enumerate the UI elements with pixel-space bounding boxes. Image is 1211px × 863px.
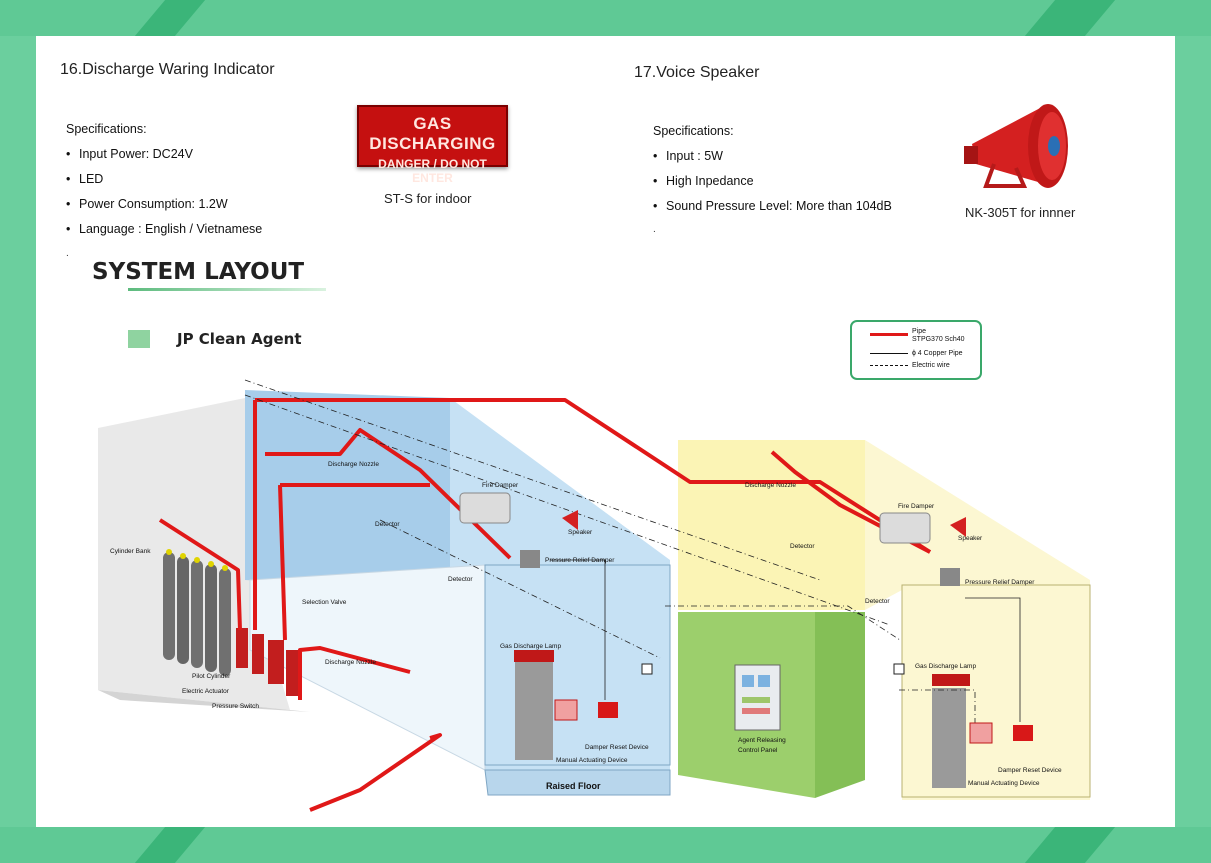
label-damper-reset-device-1: Damper Reset Device — [585, 744, 649, 751]
junction-box-2 — [893, 663, 905, 675]
label-cylinder-bank: Cylinder Bank — [110, 548, 151, 555]
spec-item: LED — [66, 167, 262, 192]
system-layout-title: SYSTEM LAYOUT — [92, 259, 305, 285]
label-pressure-switch: Pressure Switch — [212, 703, 259, 710]
copper-pipes — [550, 559, 1021, 722]
label-fire-damper-2: Fire Damper — [898, 503, 935, 510]
pressure-relief-damper-1 — [520, 550, 540, 568]
blue-room-door — [515, 660, 553, 760]
yellow-room-side-wall — [865, 440, 1090, 800]
gas-discharge-lamp-2 — [932, 674, 970, 686]
yellow-room-door — [932, 688, 966, 788]
section-17-trailing-dot: . — [653, 224, 656, 235]
label-detector-2: Detector — [448, 576, 473, 583]
label-gas-discharge-lamp-2: Gas Discharge Lamp — [915, 663, 976, 670]
speaker-1-icon — [562, 510, 578, 530]
section-17-spec-heading: Specifications: — [653, 124, 734, 138]
system-layout-diagram: Cylinder Bank Pilot Cylinder Electric Ac… — [98, 379, 1091, 812]
sign-line-2: DANGER / DO NOT ENTER — [378, 157, 487, 185]
legend-copper-label: ɸ 4 Copper Pipe — [912, 350, 963, 357]
legend-wire-row: Electric wire — [852, 360, 980, 372]
raised-floor-slab — [484, 769, 671, 796]
label-detector-4: Detector — [865, 598, 890, 605]
label-selection-valve: Selection Valve — [302, 599, 347, 606]
pipe-legend: Pipe STPG370 Sch40 ɸ 4 Copper Pipe Elect… — [850, 320, 982, 380]
section-16-spec-heading: Specifications: — [66, 122, 147, 136]
system-layout-subtitle: JP Clean Agent — [177, 330, 302, 348]
fire-damper-1 — [459, 492, 511, 524]
spec-item: Input : 5W — [653, 144, 892, 169]
label-discharge-nozzle-1: Discharge Nozzle — [328, 461, 379, 468]
top-frame-band — [0, 0, 1211, 36]
damper-reset-device-1 — [598, 702, 618, 718]
gas-discharging-sign: GAS DISCHARGING DANGER / DO NOT ENTER — [357, 105, 508, 185]
system-layout-underline — [128, 288, 326, 291]
label-pressure-relief-damper-1: Pressure Relief Damper — [545, 557, 615, 564]
blue-room-front-frame — [484, 564, 671, 766]
system-layout-marker — [128, 330, 150, 348]
legend-copper-line — [870, 353, 908, 354]
spec-item: Power Consumption: 1.2W — [66, 192, 262, 217]
label-manual-actuating-device-1: Manual Actuating Device — [556, 757, 628, 764]
spec-item: Sound Pressure Level: More than 104dB — [653, 194, 892, 219]
legend-pipe-row: Pipe STPG370 Sch40 — [852, 328, 980, 343]
bottom-frame-band — [0, 827, 1211, 863]
label-detector-3: Detector — [790, 543, 815, 550]
section-16-spec-list: Input Power: DC24V LED Power Consumption… — [66, 142, 262, 242]
yellow-room-back-wall — [678, 440, 865, 610]
label-electric-actuator: Electric Actuator — [182, 688, 230, 695]
gas-cylinders — [163, 549, 298, 696]
legend-copper-row: ɸ 4 Copper Pipe — [852, 348, 980, 360]
section-17-caption: NK-305T for innner — [965, 205, 1076, 220]
legend-wire-line — [870, 365, 908, 366]
section-16-title: 16.Discharge Waring Indicator — [60, 61, 275, 78]
panel-room-side — [815, 612, 865, 798]
electric-wires — [244, 379, 976, 735]
label-manual-actuating-device-2: Manual Actuating Device — [968, 780, 1040, 787]
document-page: 16.Discharge Waring Indicator Specificat… — [36, 36, 1175, 827]
label-discharge-nozzle-2: Discharge Nozzle — [325, 659, 376, 666]
damper-reset-device-2 — [1013, 725, 1033, 741]
yellow-room-front-frame — [901, 584, 1091, 798]
blue-room-back-wall — [245, 390, 450, 590]
section-17-title: 17.Voice Speaker — [634, 64, 760, 81]
legend-pipe-line — [870, 333, 908, 336]
label-pressure-relief-damper-2: Pressure Relief Damper — [965, 579, 1035, 586]
junction-box-1 — [641, 663, 653, 675]
section-16-trailing-dot: . — [66, 248, 69, 259]
label-speaker-1: Speaker — [568, 529, 593, 536]
spec-item: High Inpedance — [653, 169, 892, 194]
section-17-spec-list: Input : 5W High Inpedance Sound Pressure… — [653, 144, 892, 219]
speaker-2-icon — [950, 517, 966, 537]
spec-item: Language : English / Vietnamese — [66, 217, 262, 242]
label-speaker-2: Speaker — [958, 535, 983, 542]
manual-actuating-device-2 — [969, 722, 993, 744]
manual-actuating-device-1 — [554, 699, 578, 721]
gas-discharge-lamp-1 — [514, 650, 554, 662]
label-pilot-cylinder: Pilot Cylinder — [192, 673, 231, 680]
pressure-relief-damper-2 — [940, 568, 960, 586]
label-raised-floor: Raised Floor — [546, 781, 601, 791]
fire-damper-2 — [879, 512, 931, 544]
label-damper-reset-device-2: Damper Reset Device — [998, 767, 1062, 774]
horn-speaker-icon — [964, 104, 1068, 188]
label-gas-discharge-lamp-1: Gas Discharge Lamp — [500, 643, 561, 650]
sign-line-1: GAS DISCHARGING — [369, 114, 496, 153]
legend-pipe-spec: STPG370 Sch40 — [912, 336, 965, 343]
legend-wire-label: Electric wire — [912, 362, 950, 369]
section-16-caption: ST-S for indoor — [384, 191, 472, 206]
label-agent-panel-2: Control Panel — [738, 747, 778, 754]
label-discharge-nozzle-3: Discharge Nozzle — [745, 482, 796, 489]
label-detector-1: Detector — [375, 521, 400, 528]
label-fire-damper-1: Fire Damper — [482, 482, 519, 489]
legend-pipe-label: Pipe — [912, 328, 927, 335]
spec-item: Input Power: DC24V — [66, 142, 262, 167]
label-agent-panel-1: Agent Releasing — [738, 737, 786, 744]
